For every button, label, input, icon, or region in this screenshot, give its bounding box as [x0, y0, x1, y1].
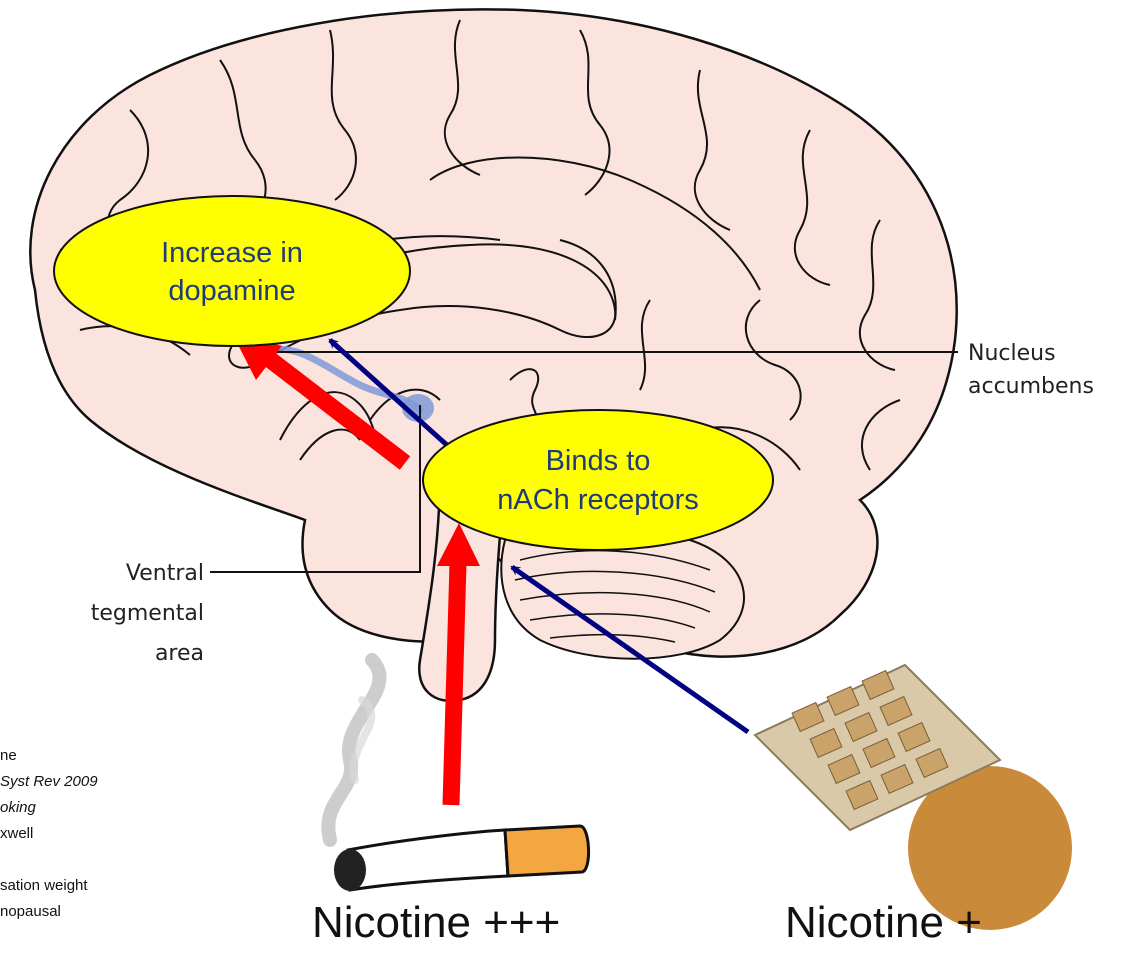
cigarette-body: [348, 830, 508, 890]
dopamine-bubble-line1: Increase in: [161, 237, 303, 269]
cigarette-to-receptor-arrow: [451, 563, 458, 805]
receptor-bubble-line1: Binds to: [546, 445, 651, 477]
cigarette-ash: [334, 849, 366, 891]
svg-text:area: area: [155, 641, 204, 666]
cigarette-filter: [505, 826, 589, 876]
svg-text:tegmental: tegmental: [91, 601, 204, 626]
ventral-label: Ventral tegmental area: [91, 561, 204, 666]
svg-text:Nucleus: Nucleus: [968, 341, 1056, 366]
dopamine-bubble-line2: dopamine: [168, 275, 295, 307]
brain-illustration: [30, 9, 956, 701]
citation-fragment-1: ne: [0, 747, 17, 764]
citation-fragment-5: sation weight: [0, 877, 88, 894]
nucleus-label: Nucleus accumbens: [968, 341, 1094, 399]
receptor-bubble-line2: nACh receptors: [497, 484, 699, 516]
citation-fragment-6: nopausal: [0, 903, 61, 920]
svg-text:accumbens: accumbens: [968, 374, 1094, 399]
svg-text:Ventral: Ventral: [126, 561, 204, 586]
dopamine-bubble: Increase in dopamine: [54, 196, 410, 346]
citation-fragment-3: oking: [0, 799, 36, 816]
receptor-bubble: Binds to nACh receptors: [423, 410, 773, 550]
citation-fragment-4: xwell: [0, 825, 33, 842]
citation-fragment-2: Syst Rev 2009: [0, 773, 98, 790]
nrt-image: [755, 665, 1072, 930]
cigarette-nicotine-label: Nicotine +++: [312, 898, 560, 948]
nrt-nicotine-label: Nicotine +: [785, 898, 982, 948]
